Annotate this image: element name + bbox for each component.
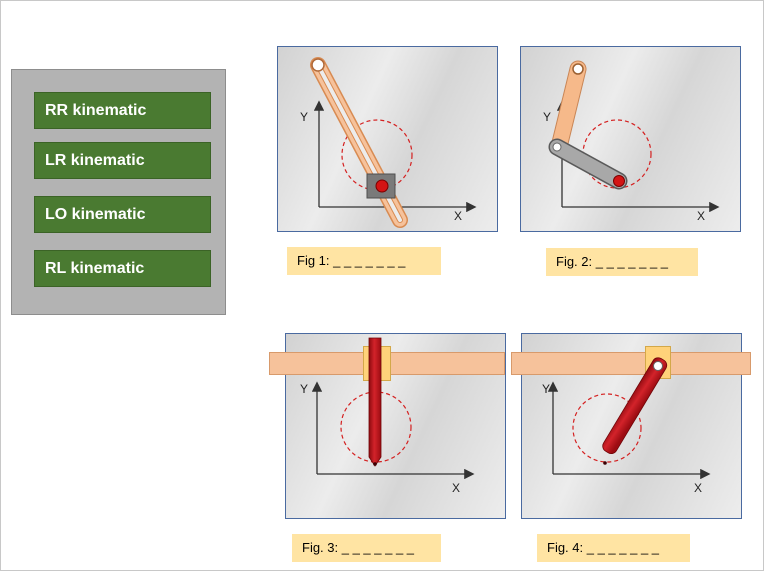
- y-axis-label: Y: [543, 110, 551, 124]
- figure-2[interactable]: Y X: [520, 46, 741, 232]
- lower-link: [548, 138, 628, 190]
- end-effector-dot: [613, 175, 625, 187]
- workspace-circle: [572, 393, 642, 463]
- rotating-arm: [602, 357, 668, 455]
- figure-1[interactable]: Y X: [277, 46, 498, 232]
- caption-fig-4: Fig. 4: _ _ _ _ _ _ _: [537, 534, 690, 562]
- y-axis-label: Y: [300, 110, 308, 124]
- x-axis-label: X: [454, 209, 462, 223]
- vertical-arm: [368, 337, 382, 467]
- x-axis-label: X: [694, 481, 702, 495]
- y-axis-label: Y: [542, 382, 550, 396]
- option-rl-kinematic[interactable]: RL kinematic: [34, 250, 211, 287]
- end-effector-dot: [373, 462, 377, 466]
- figure-4-arm: [602, 357, 668, 465]
- figure-3-arm: [368, 337, 382, 467]
- pivot-icon: [311, 58, 325, 72]
- end-effector-dot: [375, 179, 389, 193]
- figure-4-drawing: Y X: [542, 381, 711, 495]
- horizontal-rail: [511, 352, 751, 375]
- option-lr-kinematic[interactable]: LR kinematic: [34, 142, 211, 179]
- option-rr-kinematic[interactable]: RR kinematic: [34, 92, 211, 129]
- option-lo-kinematic[interactable]: LO kinematic: [34, 196, 211, 233]
- options-panel: RR kinematic LR kinematic LO kinematic R…: [11, 69, 226, 315]
- caption-fig-1: Fig 1: _ _ _ _ _ _ _: [287, 247, 441, 275]
- caption-fig-2: Fig. 2: _ _ _ _ _ _ _: [546, 248, 698, 276]
- joint-icon: [552, 142, 562, 152]
- caption-fig-3: Fig. 3: _ _ _ _ _ _ _: [292, 534, 441, 562]
- end-effector-dot: [603, 461, 607, 465]
- workspace-circle: [341, 119, 413, 191]
- pivot-icon: [653, 361, 663, 371]
- figure-1-drawing: Y X: [300, 57, 477, 228]
- x-axis-label: X: [452, 481, 460, 495]
- upper-link: [550, 60, 587, 156]
- x-axis-label: X: [697, 209, 705, 223]
- y-axis-label: Y: [300, 382, 308, 396]
- pivot-icon: [572, 63, 584, 75]
- figure-2-drawing: Y X: [543, 60, 720, 223]
